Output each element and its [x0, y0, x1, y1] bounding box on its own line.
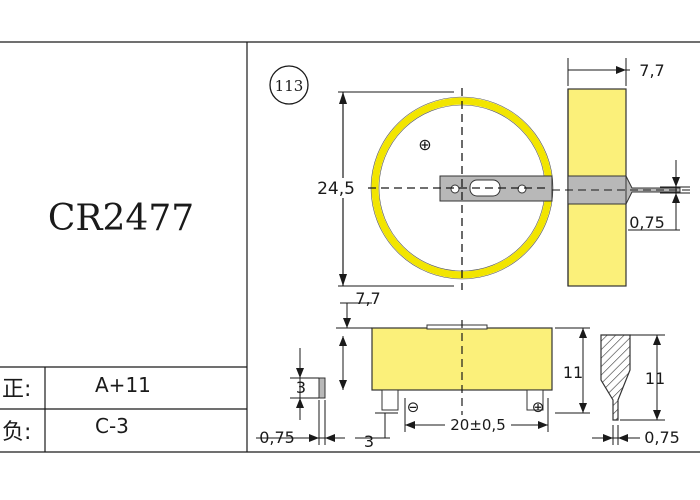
code-number: 113 [275, 77, 304, 95]
front-minus-symbol: ⊖ [407, 398, 420, 416]
front-plus-symbol: ⊕ [532, 398, 545, 416]
tab-height-label: 11 [645, 369, 665, 388]
pin-length-label: 3 [296, 378, 306, 397]
pin-offset-label: 3 [364, 432, 374, 451]
pin-spacing-label: 20±0,5 [450, 416, 506, 434]
positive-label: 正: [2, 377, 31, 402]
negative-value: C-3 [95, 414, 129, 438]
top-view: ⊕ 24,5 [312, 88, 554, 290]
front-view: ⊖ ⊕ 7,7 11 20±0,5 3 [336, 289, 590, 451]
tab-thickness-label: 0,75 [644, 428, 680, 447]
diameter-label: 24,5 [317, 179, 355, 199]
pin-thickness-label: 0,75 [259, 428, 295, 447]
code-badge: 113 [269, 65, 309, 105]
tab-detail: 11 0,75 [592, 334, 680, 447]
pin-detail: 3 0,75 [256, 348, 345, 447]
top-plus-symbol: ⊕ [418, 135, 431, 154]
model-title: CR2477 [48, 198, 194, 239]
top-thickness-label: 7,7 [639, 61, 664, 80]
side-view: 7,7 0,75 [552, 58, 690, 287]
drawing-frame [0, 41, 700, 453]
front-thickness-label: 7,7 [355, 289, 380, 308]
side-tab-thickness-label: 0,75 [629, 213, 665, 232]
front-height-label: 11 [563, 363, 583, 382]
negative-label: 负: [2, 420, 31, 445]
positive-value: A+11 [95, 373, 151, 397]
